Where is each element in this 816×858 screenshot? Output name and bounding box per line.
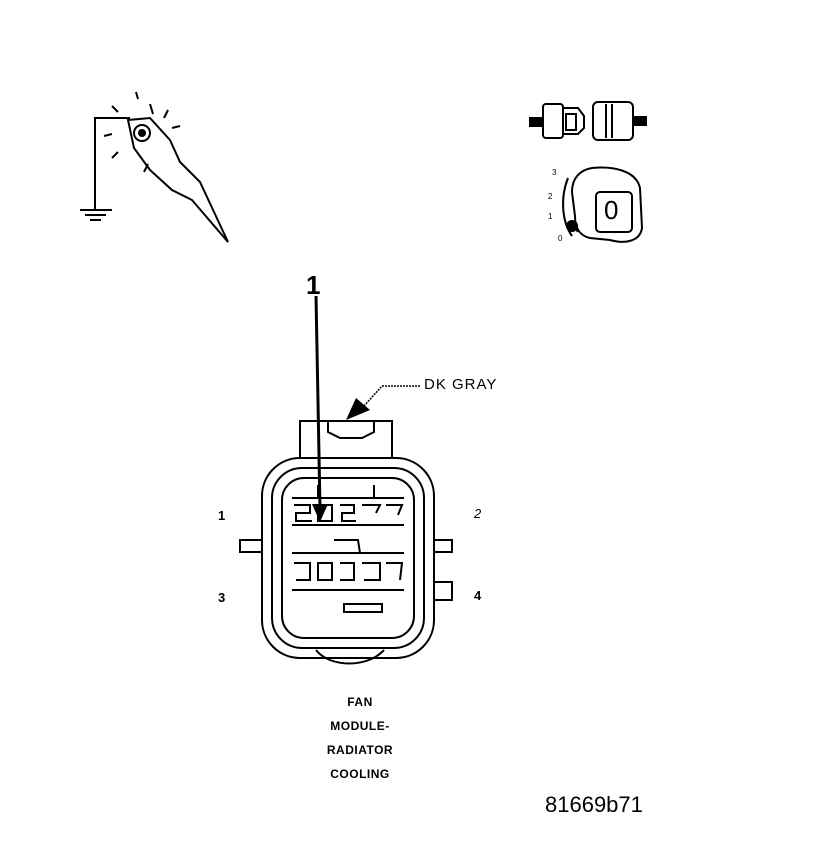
callout-arrow xyxy=(312,295,328,522)
ohm-scale-0: 0 xyxy=(558,234,563,243)
component-name-line4: COOLING xyxy=(330,767,390,781)
test-light-probe-icon xyxy=(80,91,229,243)
pin-label-1: 1 xyxy=(218,508,226,523)
ohmmeter-icon xyxy=(562,166,644,243)
connector-housing xyxy=(239,420,453,665)
connector-disconnect-icon xyxy=(529,101,647,141)
component-name-line2: MODULE- xyxy=(330,719,390,733)
callout-number: 1 xyxy=(306,270,321,300)
figure-id: 81669b71 xyxy=(545,792,643,817)
wire-color-label: DK GRAY xyxy=(424,376,498,393)
ohm-scale-3: 3 xyxy=(552,168,557,177)
pin-label-4: 4 xyxy=(474,588,482,603)
wire-color-leader xyxy=(346,385,420,420)
component-name-line3: RADIATOR xyxy=(326,743,394,757)
ohm-scale-1: 1 xyxy=(548,212,553,221)
pin-label-3: 3 xyxy=(218,590,226,605)
ohm-scale-2: 2 xyxy=(548,192,553,201)
ohmmeter-reading: 0 xyxy=(604,195,619,225)
pin-label-2: 2 xyxy=(474,506,482,521)
component-name-line1: FAN xyxy=(347,695,373,709)
